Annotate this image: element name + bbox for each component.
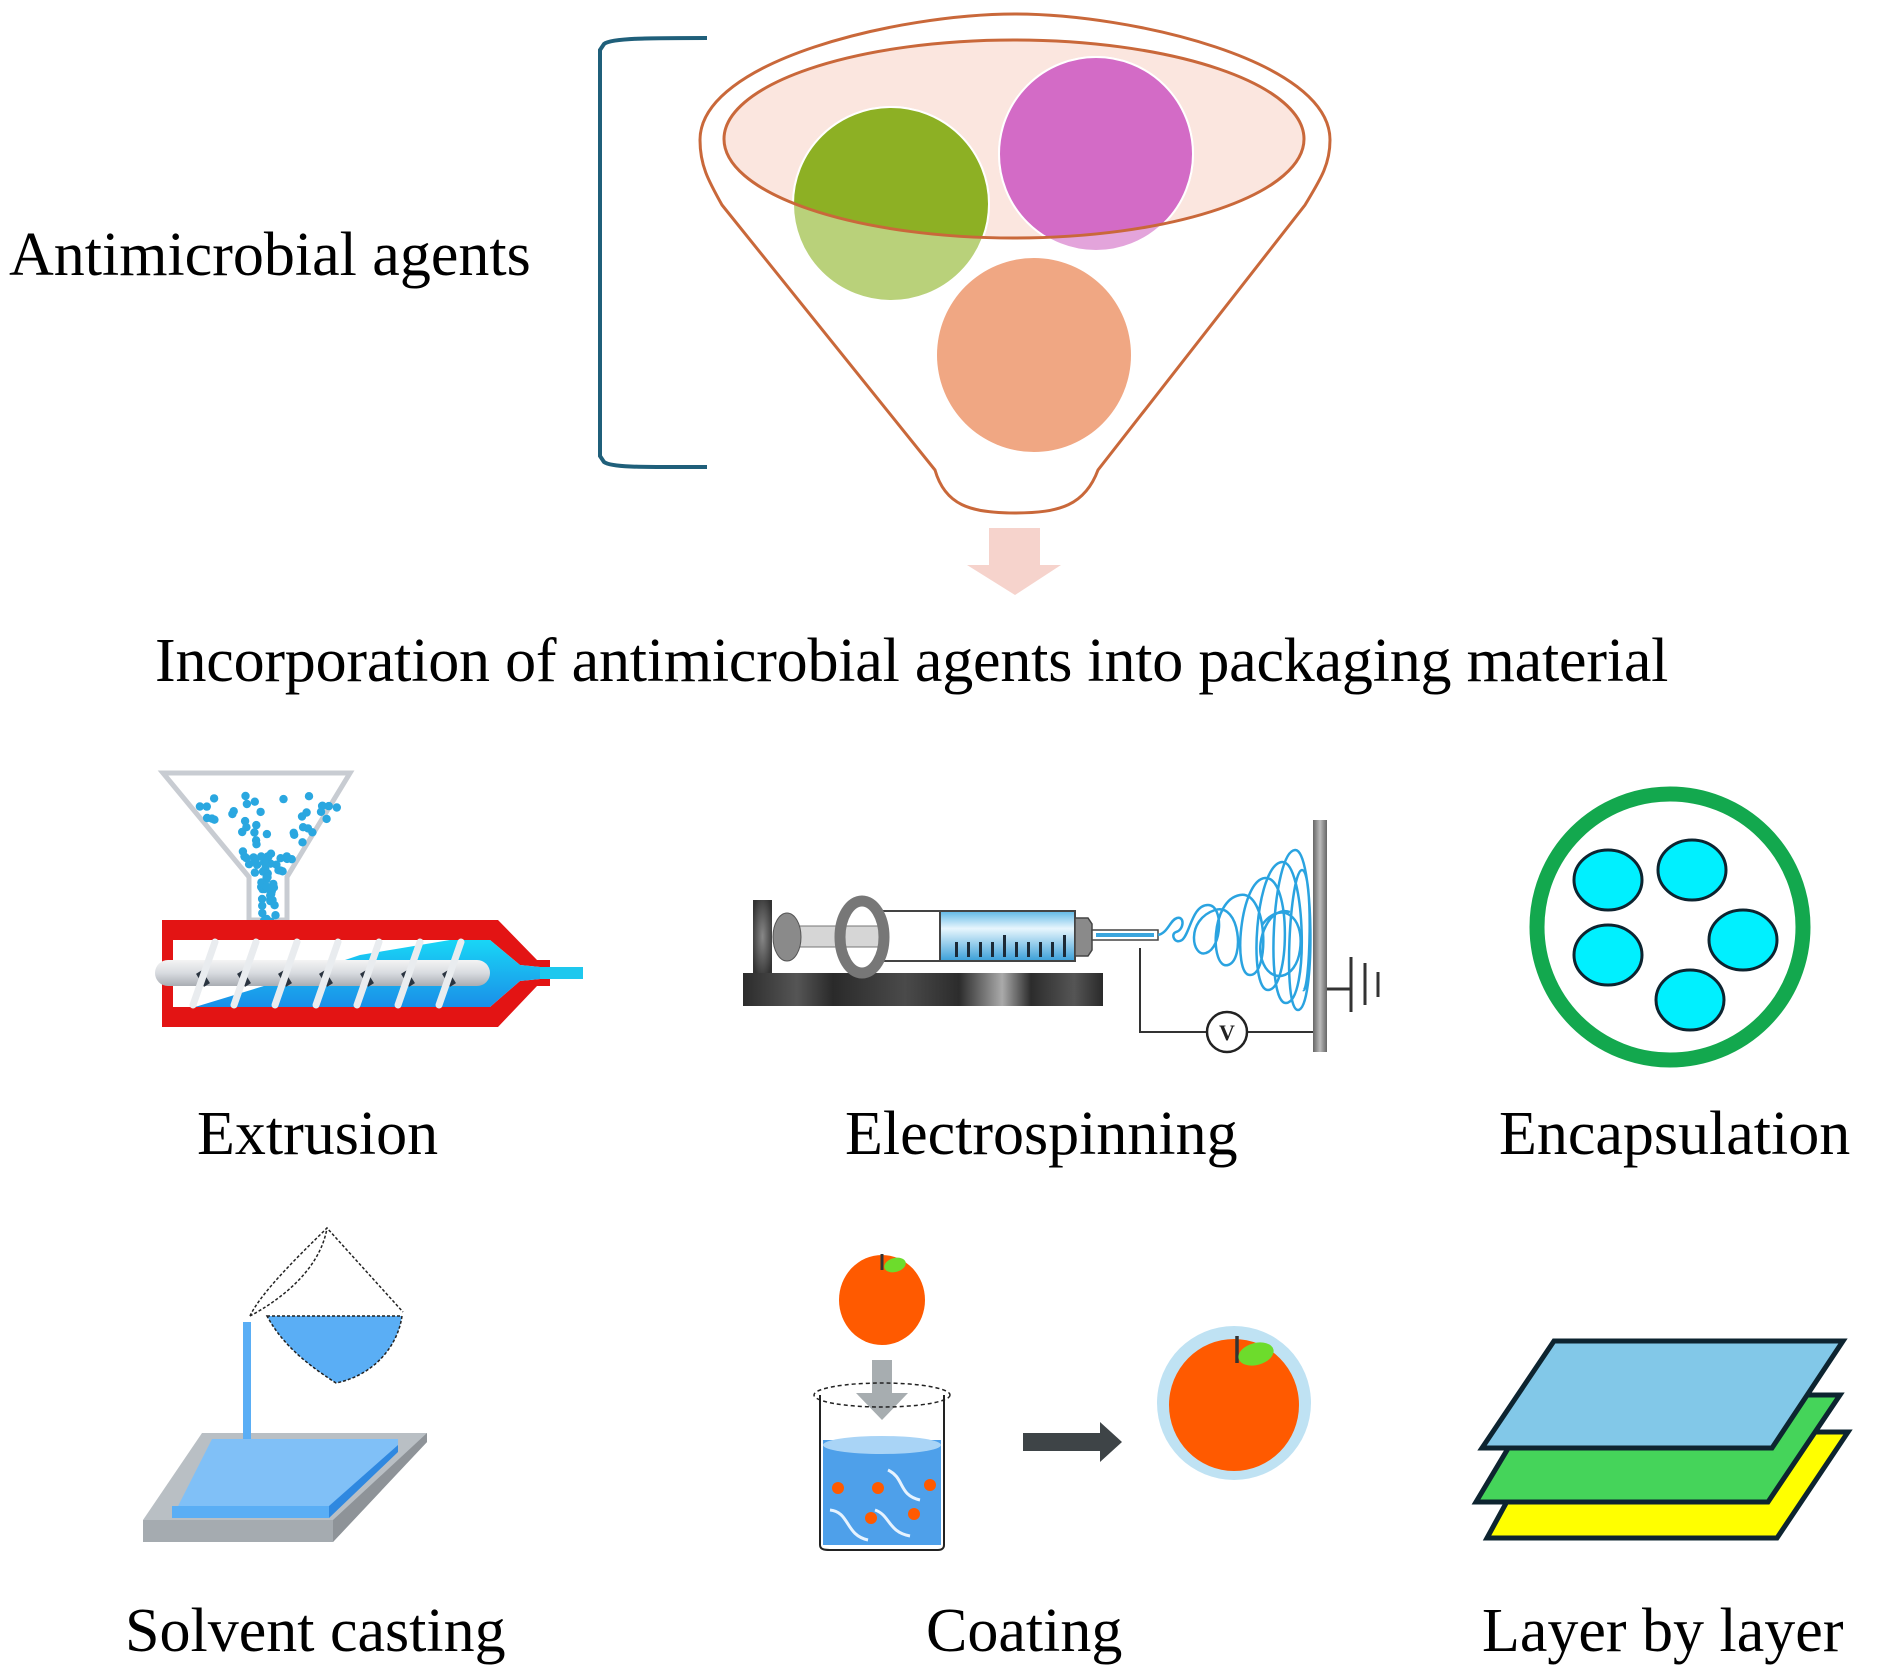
syringe-scale	[955, 935, 1066, 957]
extrusion-icon	[155, 770, 583, 1027]
pellet	[324, 801, 333, 811]
pellet	[251, 856, 260, 866]
method-label-layer-by-layer: Layer by layer	[1482, 1597, 1844, 1665]
pellet	[272, 860, 281, 869]
pellet	[250, 797, 259, 806]
pellet	[332, 803, 341, 812]
capsule-core	[1572, 848, 1644, 912]
pellet	[316, 807, 326, 816]
scale-tick	[1003, 935, 1006, 957]
pellet	[240, 852, 249, 861]
method-label-extrusion: Extrusion	[197, 1100, 439, 1168]
voltmeter-symbol: V	[1219, 1020, 1235, 1045]
pellet	[202, 802, 211, 811]
method-label-encapsulation: Encapsulation	[1499, 1100, 1851, 1168]
down-arrow-icon	[967, 528, 1061, 595]
pellet	[242, 799, 252, 809]
pellet	[269, 879, 278, 889]
funnel-rim	[722, 38, 1306, 240]
agent-salmon	[937, 258, 1131, 452]
pellet	[262, 882, 271, 891]
pellet	[298, 823, 308, 832]
capsule-cores	[1572, 838, 1779, 1032]
layer-by-layer-icon	[1471, 1338, 1853, 1541]
scale-tick	[1027, 942, 1030, 957]
method-label-electrospinning: Electrospinning	[845, 1100, 1238, 1168]
voltmeter-icon	[1205, 1010, 1249, 1054]
pellet	[276, 854, 285, 863]
orange-uncoated	[839, 1255, 925, 1345]
encapsulation-icon	[1529, 786, 1811, 1068]
pellet	[202, 813, 212, 823]
pellet	[304, 792, 314, 801]
scale-tick	[955, 942, 958, 957]
screw-flight	[189, 938, 219, 1009]
coating-particles	[832, 1479, 936, 1524]
scale-tick	[1039, 942, 1042, 957]
pellet	[250, 828, 259, 837]
pellet	[252, 820, 261, 830]
pellet	[289, 828, 298, 837]
pellet	[257, 894, 267, 904]
pellet	[244, 860, 254, 869]
screw-flight	[271, 938, 301, 1009]
pellet	[256, 807, 265, 817]
screw-flight	[230, 938, 260, 1009]
pellet	[258, 908, 267, 918]
agent-magenta	[998, 56, 1194, 238]
pellet	[241, 791, 250, 801]
pellet	[279, 794, 288, 804]
pellet	[278, 867, 287, 876]
pellet	[228, 809, 237, 819]
pellet	[308, 828, 317, 837]
scale-tick	[991, 942, 994, 957]
scale-tick	[979, 942, 982, 957]
pellet	[209, 794, 219, 803]
capsule-core	[1572, 923, 1644, 987]
pellet	[240, 816, 250, 826]
scale-tick	[1051, 942, 1054, 957]
pellet	[322, 814, 331, 824]
screw-flight	[353, 938, 383, 1009]
pellet	[262, 829, 272, 839]
solvent-casting-icon	[143, 1226, 427, 1542]
pellet	[261, 861, 270, 870]
capsule-core	[1654, 968, 1726, 1032]
pellet	[271, 911, 280, 920]
layer-blue	[1477, 1338, 1848, 1451]
pellet	[298, 838, 307, 847]
pellets	[195, 791, 341, 970]
process-title: Incorporation of antimicrobial agents in…	[155, 627, 1669, 695]
screw-flight	[312, 938, 342, 1009]
screw-flight	[394, 938, 424, 1009]
funnel	[698, 12, 1332, 515]
orange-coated	[1169, 1339, 1299, 1471]
pellet	[263, 873, 272, 882]
pellet	[258, 901, 267, 910]
input-bracket	[598, 36, 708, 470]
ground-icon	[1327, 957, 1380, 1012]
scale-tick	[967, 942, 970, 957]
screw-flight	[435, 938, 465, 1009]
pellet	[251, 836, 261, 845]
pellet	[302, 808, 311, 817]
method-label-coating: Coating	[926, 1597, 1123, 1665]
scale-tick	[1015, 942, 1018, 957]
screw-flights	[189, 938, 465, 1009]
scale-tick	[1063, 935, 1066, 957]
pellet	[268, 895, 277, 905]
pellet	[250, 868, 260, 877]
capsule-core	[1656, 838, 1728, 902]
coating-icon	[813, 1254, 1311, 1551]
pellet	[257, 852, 266, 861]
capsule-core	[1707, 908, 1779, 972]
pellet	[287, 855, 296, 864]
fiber-jet	[1157, 848, 1312, 1012]
electrospinning-icon: V	[743, 820, 1380, 1054]
antimicrobial-agents-label: Antimicrobial agents	[9, 221, 531, 289]
method-label-solvent-casting: Solvent casting	[125, 1597, 506, 1665]
pellet	[195, 802, 205, 811]
